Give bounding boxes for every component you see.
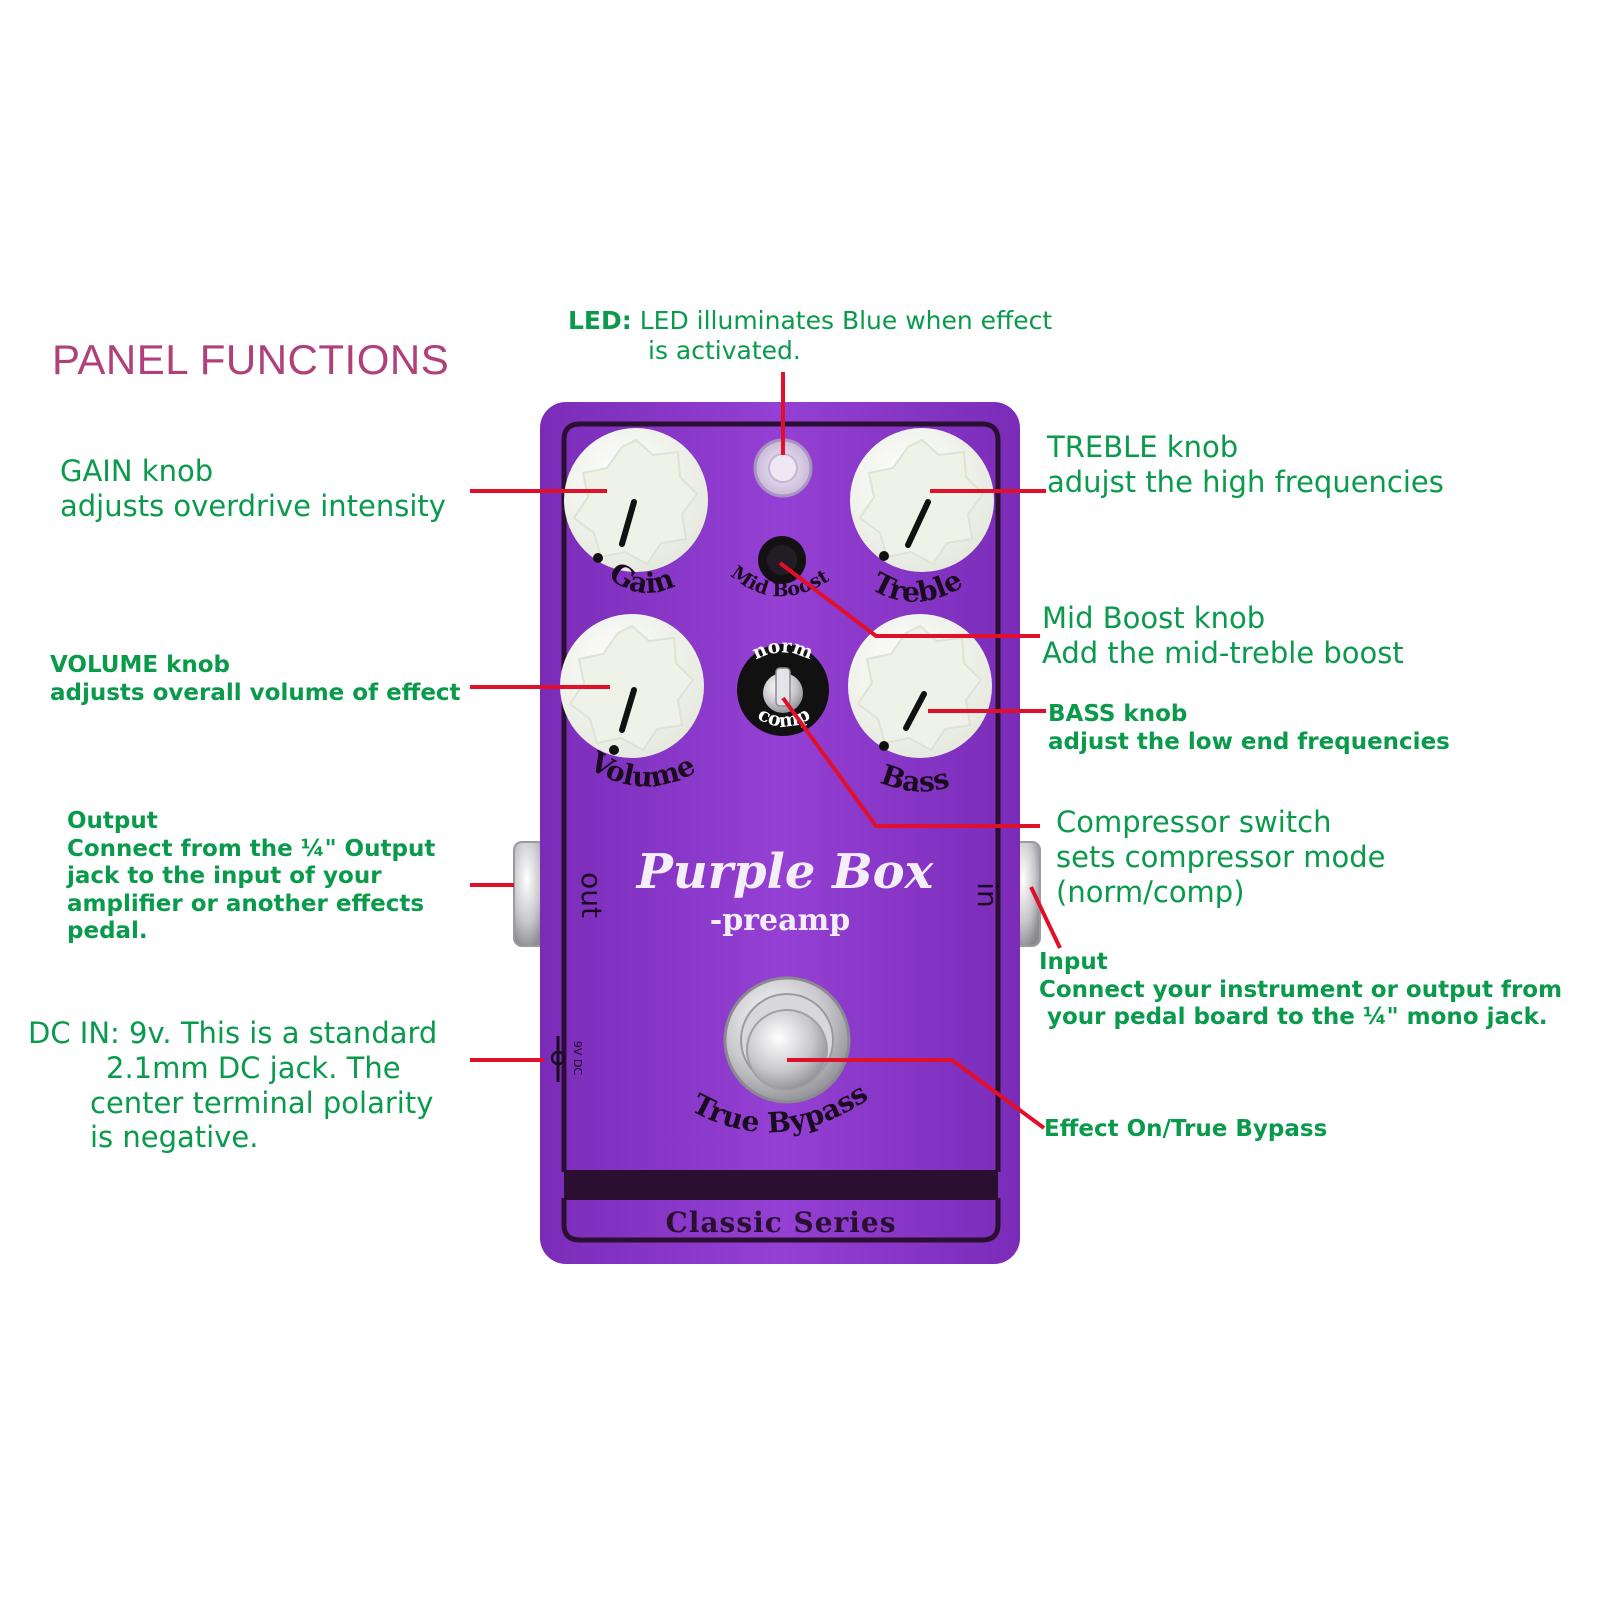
led-line2: is activated. bbox=[648, 336, 801, 365]
dc-in-line3: center terminal polarity bbox=[90, 1085, 434, 1120]
in-jack-label: in bbox=[971, 882, 1004, 908]
input-line2: your pedal board to the ¼" mono jack. bbox=[1047, 1004, 1548, 1031]
brand-name: Purple Box bbox=[635, 844, 935, 900]
dc-in-line1: DC IN: 9v. This is a standard bbox=[28, 1016, 438, 1050]
treble-line1: TREBLE knob bbox=[1047, 430, 1239, 464]
gain-knob[interactable] bbox=[564, 428, 708, 572]
compressor-callout: Compressor switch sets compressor mode (… bbox=[1056, 805, 1385, 909]
volume-line1: VOLUME knob bbox=[50, 652, 231, 678]
input-line1: Connect your instrument or output from bbox=[1039, 976, 1563, 1003]
mid-boost-callout: Mid Boost knob Add the mid-treble boost bbox=[1042, 601, 1404, 671]
gain-line1: GAIN knob bbox=[60, 454, 214, 488]
dc-jack-label: 9V DC bbox=[571, 1041, 584, 1075]
bass-line2: adjust the low end frequencies bbox=[1048, 728, 1450, 755]
dc-in-callout: DC IN: 9v. This is a standard 2.1mm DC j… bbox=[28, 1016, 437, 1155]
treble-callout: TREBLE knob adujst the high frequencies bbox=[1047, 430, 1444, 500]
dc-jack-icon bbox=[550, 1036, 566, 1082]
compressor-switch[interactable] bbox=[737, 644, 829, 736]
gain-callout: GAIN knob adjusts overdrive intensity bbox=[60, 454, 446, 524]
led-callout: LED: LED illuminates Blue when effect is… bbox=[568, 306, 1052, 366]
treble-line2: adujst the high frequencies bbox=[1047, 464, 1444, 499]
bass-line1: BASS knob bbox=[1048, 701, 1188, 727]
input-heading: Input bbox=[1039, 949, 1108, 975]
output-line4: pedal. bbox=[67, 918, 148, 945]
out-jack-label: out bbox=[575, 872, 608, 918]
series-label: Classic Series bbox=[665, 1206, 896, 1239]
compressor-leader bbox=[781, 696, 1040, 828]
bass-callout: BASS knob adjust the low end frequencies bbox=[1048, 701, 1450, 756]
gain-line2: adjusts overdrive intensity bbox=[60, 488, 446, 523]
mid-boost-leader bbox=[778, 561, 1040, 638]
footswitch[interactable] bbox=[723, 976, 851, 1104]
dc-in-line2: 2.1mm DC jack. The bbox=[106, 1050, 401, 1085]
input-callout: Input Connect your instrument or output … bbox=[1039, 949, 1562, 1032]
mid-boost-line2: Add the mid-treble boost bbox=[1042, 635, 1404, 670]
bass-knob[interactable] bbox=[848, 614, 992, 758]
output-heading: Output bbox=[67, 808, 158, 834]
output-line3: amplifier or another effects bbox=[67, 890, 425, 917]
footswitch-callout: Effect On/True Bypass bbox=[1044, 1116, 1328, 1142]
led-indicator bbox=[753, 438, 813, 498]
compressor-line2: sets compressor mode bbox=[1056, 839, 1386, 874]
page-title: PANEL FUNCTIONS bbox=[52, 336, 450, 383]
compressor-line3: (norm/comp) bbox=[1056, 874, 1245, 909]
treble-knob[interactable] bbox=[850, 428, 994, 572]
output-callout: Output Connect from the ¼" Output jack t… bbox=[67, 808, 435, 946]
input-leader bbox=[1029, 886, 1062, 949]
output-line1: Connect from the ¼" Output bbox=[67, 835, 436, 862]
brand-subtitle: -preamp bbox=[710, 903, 850, 938]
volume-knob[interactable] bbox=[560, 614, 704, 758]
mid-boost-line1: Mid Boost knob bbox=[1042, 601, 1266, 635]
output-line2: jack to the input of your bbox=[67, 863, 382, 890]
compressor-line1: Compressor switch bbox=[1056, 805, 1332, 839]
volume-callout: VOLUME knob adjusts overall volume of ef… bbox=[50, 652, 461, 707]
dc-in-line4: is negative. bbox=[90, 1120, 259, 1155]
leader-lines bbox=[470, 372, 1062, 1130]
led-label: LED: bbox=[568, 306, 632, 335]
volume-line2: adjusts overall volume of effect bbox=[50, 679, 461, 706]
led-line1: LED illuminates Blue when effect bbox=[639, 306, 1053, 335]
footswitch-leader bbox=[787, 1058, 1046, 1130]
